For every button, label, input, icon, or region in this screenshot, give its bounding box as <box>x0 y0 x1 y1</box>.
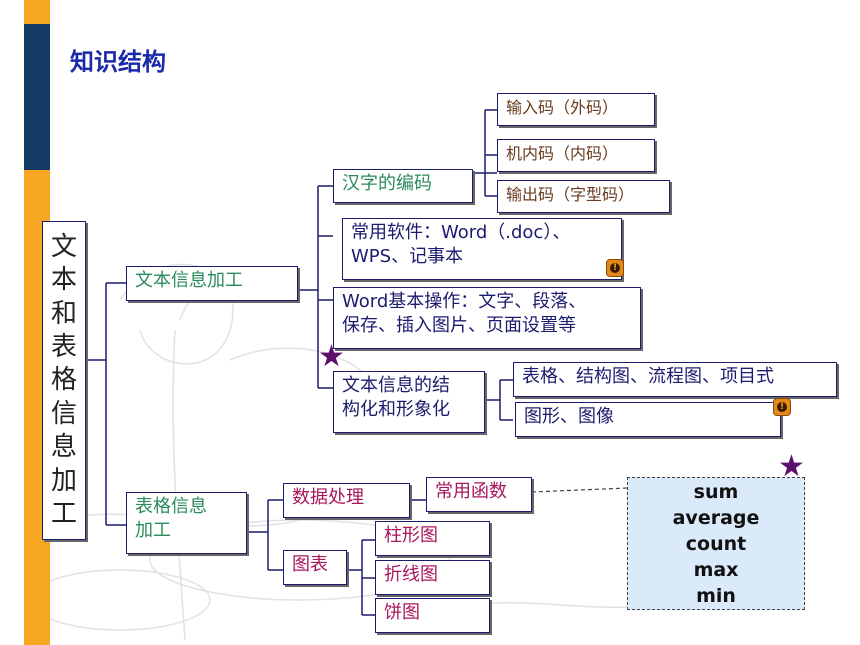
node-structure-line1: 文本信息的结 <box>342 375 450 396</box>
node-code-input[interactable]: 输入码（外码） <box>497 93 655 126</box>
root-char: 本 <box>50 265 77 296</box>
info-icon[interactable]: ! <box>606 259 624 277</box>
info-icon[interactable]: ! <box>773 398 791 416</box>
node-structure-line2: 构化和形象化 <box>342 399 450 420</box>
function-item: sum <box>693 480 739 503</box>
star-icon: ★ <box>318 339 345 374</box>
root-char: 信 <box>50 398 77 429</box>
root-char: 和 <box>50 298 77 329</box>
node-software-line1: 常用软件：Word（.doc）、 <box>351 222 571 243</box>
node-chart-bar[interactable]: 柱形图 <box>375 521 490 556</box>
root-node[interactable]: 文 本 和 表 格 信 息 加 工 <box>42 221 86 540</box>
node-chart[interactable]: 图表 <box>283 550 347 585</box>
node-encoding[interactable]: 汉字的编码 <box>333 169 473 203</box>
node-software[interactable]: 常用软件：Word（.doc）、 WPS、记事本 <box>342 218 622 280</box>
node-chart-pie[interactable]: 饼图 <box>375 598 490 633</box>
node-table-info-line2: 加工 <box>135 520 171 541</box>
node-code-output[interactable]: 输出码（字型码） <box>497 180 670 213</box>
node-text-info[interactable]: 文本信息加工 <box>126 266 298 301</box>
node-structure-option-1[interactable]: 表格、结构图、流程图、项目式 <box>513 362 837 397</box>
root-char: 工 <box>50 499 77 530</box>
node-word-ops[interactable]: Word基本操作：文字、段落、 保存、插入图片、页面设置等 <box>333 287 641 349</box>
node-data-processing[interactable]: 数据处理 <box>283 483 410 518</box>
node-code-internal[interactable]: 机内码（内码） <box>497 139 655 172</box>
function-item: min <box>696 584 736 607</box>
side-stripe-top <box>24 0 50 24</box>
root-char: 格 <box>50 365 77 396</box>
side-stripe-navy <box>24 24 50 170</box>
function-item: average <box>672 506 760 529</box>
node-chart-line[interactable]: 折线图 <box>375 560 490 595</box>
root-char: 表 <box>50 332 77 363</box>
root-char: 加 <box>50 465 77 496</box>
node-common-functions[interactable]: 常用函数 <box>426 477 532 512</box>
functions-box: sum average count max min <box>627 477 805 610</box>
root-char: 文 <box>50 231 77 262</box>
function-item: count <box>685 532 747 555</box>
root-char: 息 <box>50 432 77 463</box>
node-word-ops-line1: Word基本操作：文字、段落、 <box>342 291 587 312</box>
node-table-info[interactable]: 表格信息 加工 <box>126 492 247 554</box>
star-icon: ★ <box>778 449 805 484</box>
node-structure-option-2[interactable]: 图形、图像 <box>515 402 781 437</box>
function-item: max <box>693 558 739 581</box>
node-word-ops-line2: 保存、插入图片、页面设置等 <box>342 315 576 336</box>
page-title: 知识结构 <box>70 48 166 76</box>
node-structure[interactable]: 文本信息的结 构化和形象化 <box>333 371 485 433</box>
node-software-line2: WPS、记事本 <box>351 246 464 267</box>
node-table-info-line1: 表格信息 <box>135 496 207 517</box>
